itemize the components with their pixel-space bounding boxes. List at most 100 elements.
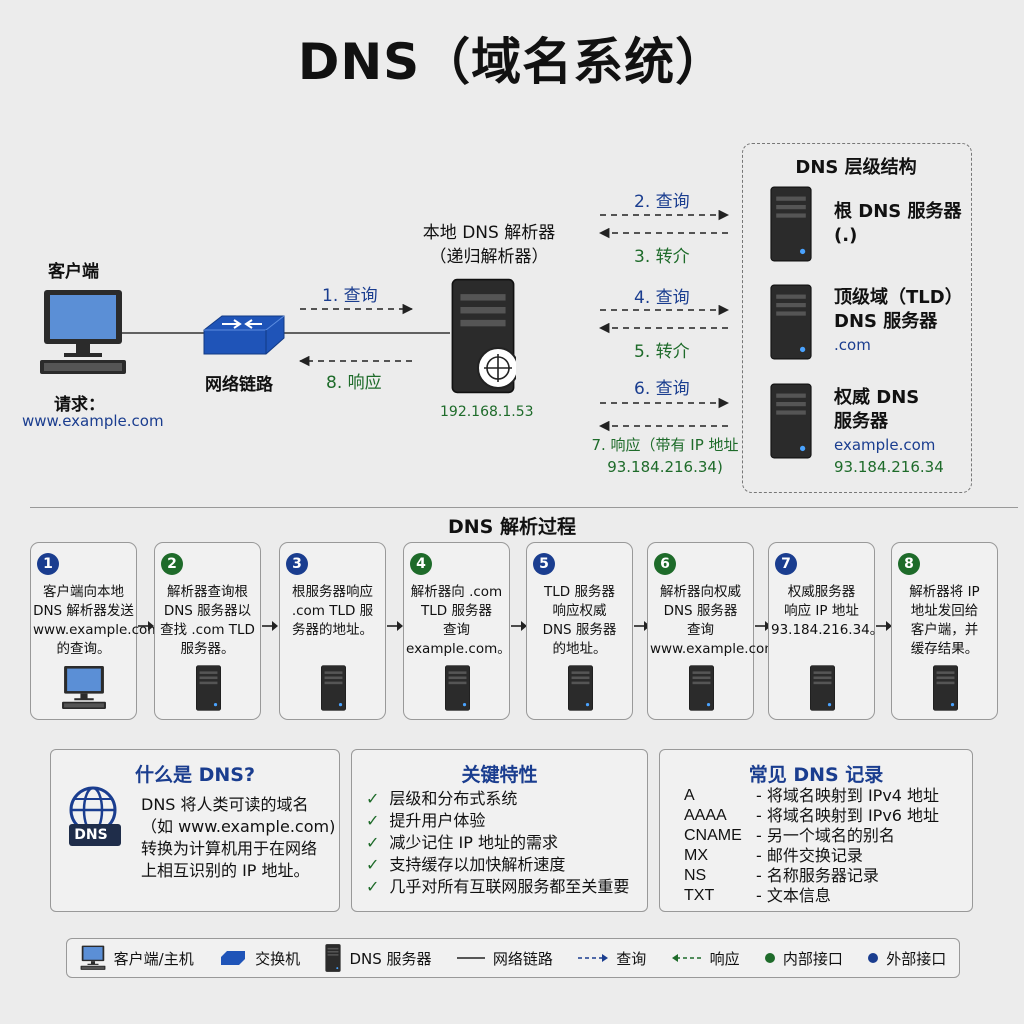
local-resolver-label: 本地 DNS 解析器 （递归解析器） — [422, 223, 556, 267]
what-is-dns-panel: 什么是 DNS? DNS DNS 将人类可读的域名（如 www.example.… — [50, 749, 340, 912]
step-number: 4 — [410, 553, 432, 575]
diagram-connectors — [120, 209, 730, 432]
record-row: AAAA - 将域名映射到 IPv6 地址 — [684, 806, 939, 826]
server-icon — [933, 665, 958, 711]
step-arrow-icon — [138, 621, 154, 631]
root-server-label: 根 DNS 服务器 (.) — [834, 201, 962, 246]
checkmark-icon: ✓ — [366, 833, 380, 852]
solid-line-icon — [456, 957, 485, 959]
feature-item: ✓提升用户体验 — [366, 811, 486, 830]
blue-dot-icon — [868, 953, 879, 963]
legend-external: 外部接口 — [868, 948, 946, 969]
server-icon — [196, 665, 221, 711]
step-number: 3 — [286, 553, 308, 575]
legend-query: 查询 — [578, 948, 646, 969]
globe-icon — [69, 786, 121, 846]
page-title: DNS（域名系统） — [297, 33, 727, 91]
dashed-arrow-left-icon — [671, 954, 702, 962]
legend-link: 网络链路 — [456, 948, 553, 969]
step-text: 根服务器响应.com TLD 服务器的地址。 — [291, 584, 374, 638]
tld-server-label: 顶级域（TLD） DNS 服务器 .com — [834, 287, 963, 354]
process-title: DNS 解析过程 — [448, 516, 576, 538]
server-icon — [445, 665, 470, 711]
what-is-dns-line: （如 www.example.com) — [141, 817, 336, 836]
tld-server-icon — [770, 284, 812, 360]
step-number: 7 — [775, 553, 797, 575]
step-arrow-icon — [876, 621, 892, 631]
dns-badge: DNS — [74, 827, 108, 843]
step-number: 6 — [654, 553, 676, 575]
computer-icon — [80, 945, 106, 970]
label-response-8: 8. 响应 — [326, 373, 382, 393]
record-type: NS — [684, 867, 707, 884]
checkmark-icon: ✓ — [366, 811, 380, 830]
features-list: ✓层级和分布式系统 ✓提升用户体验 ✓减少记住 IP 地址的需求 ✓支持缓存以加快解析… — [366, 788, 629, 898]
record-desc: - 将域名映射到 IPv6 地址 — [756, 806, 940, 825]
label-query-1: 1. 查询 — [322, 286, 378, 306]
feature-item: ✓支持缓存以加快解析速度 — [366, 855, 566, 874]
what-is-dns-title: 什么是 DNS? — [135, 764, 255, 786]
record-type: TXT — [684, 887, 715, 904]
features-panel: 关键特性 ✓层级和分布式系统 ✓提升用户体验 ✓减少记住 IP 地址的需求 ✓支持缓存… — [351, 749, 648, 912]
records-title: 常见 DNS 记录 — [748, 764, 884, 786]
record-type: CNAME — [684, 827, 742, 844]
client-label: 客户端 — [48, 262, 99, 282]
label-referral-3: 3. 转介 — [634, 247, 690, 267]
step-arrow-icon — [387, 621, 403, 631]
record-desc: - 将域名映射到 IPv4 地址 — [756, 786, 940, 805]
checkmark-icon: ✓ — [366, 877, 380, 896]
label-referral-5: 5. 转介 — [634, 342, 690, 362]
switch-icon — [203, 315, 285, 355]
step-card-3: 3 根服务器响应.com TLD 服务器的地址。 — [279, 542, 386, 720]
local-dns-server-icon — [451, 278, 516, 394]
feature-item: ✓层级和分布式系统 — [366, 789, 518, 808]
record-desc: - 名称服务器记录 — [756, 866, 879, 885]
server-icon — [325, 944, 342, 972]
root-server-icon — [770, 186, 812, 262]
record-row: MX- 邮件交换记录 — [684, 846, 939, 866]
step-number: 5 — [533, 553, 555, 575]
step-number: 1 — [37, 553, 59, 575]
record-row: TXT - 文本信息 — [684, 886, 939, 906]
legend-internal: 内部接口 — [764, 948, 843, 969]
request-url: www.example.com — [22, 412, 164, 430]
legend-server: DNS 服务器 — [325, 944, 432, 972]
record-type: MX — [684, 847, 708, 864]
dashed-arrow-icon — [578, 954, 609, 962]
record-row: NS - 名称服务器记录 — [684, 866, 939, 886]
label-query-2: 2. 查询 — [634, 192, 690, 212]
checkmark-icon: ✓ — [366, 855, 380, 874]
label-response-7: 7. 响应（带有 IP 地址 93.184.216.34) — [591, 436, 739, 476]
authoritative-server-label: 权威 DNS 服务器 example.com 93.184.216.34 — [834, 387, 944, 476]
record-desc: - 文本信息 — [756, 886, 831, 905]
record-row: CNAME - 另一个域名的别名 — [684, 826, 939, 846]
dns-hierarchy-box — [742, 143, 972, 493]
what-is-dns-line: 上相互识别的 IP 地址。 — [141, 861, 310, 880]
what-is-dns-text: DNS 将人类可读的域名（如 www.example.com)转换为计算机用于在… — [141, 794, 335, 882]
feature-item: ✓减少记住 IP 地址的需求 — [366, 833, 558, 852]
what-is-dns-line: 转换为计算机用于在网络 — [141, 839, 318, 858]
legend-switch: 交换机 — [219, 948, 300, 969]
computer-icon — [62, 666, 106, 709]
record-desc: - 另一个域名的别名 — [756, 826, 895, 845]
switch-icon — [221, 951, 246, 965]
server-icon — [689, 665, 714, 711]
record-type: AAAA — [684, 807, 727, 824]
record-type: A — [684, 787, 695, 804]
checkmark-icon: ✓ — [366, 789, 380, 808]
features-title: 关键特性 — [461, 764, 538, 786]
label-query-4: 4. 查询 — [634, 288, 690, 308]
label-query-6: 6. 查询 — [634, 379, 690, 399]
